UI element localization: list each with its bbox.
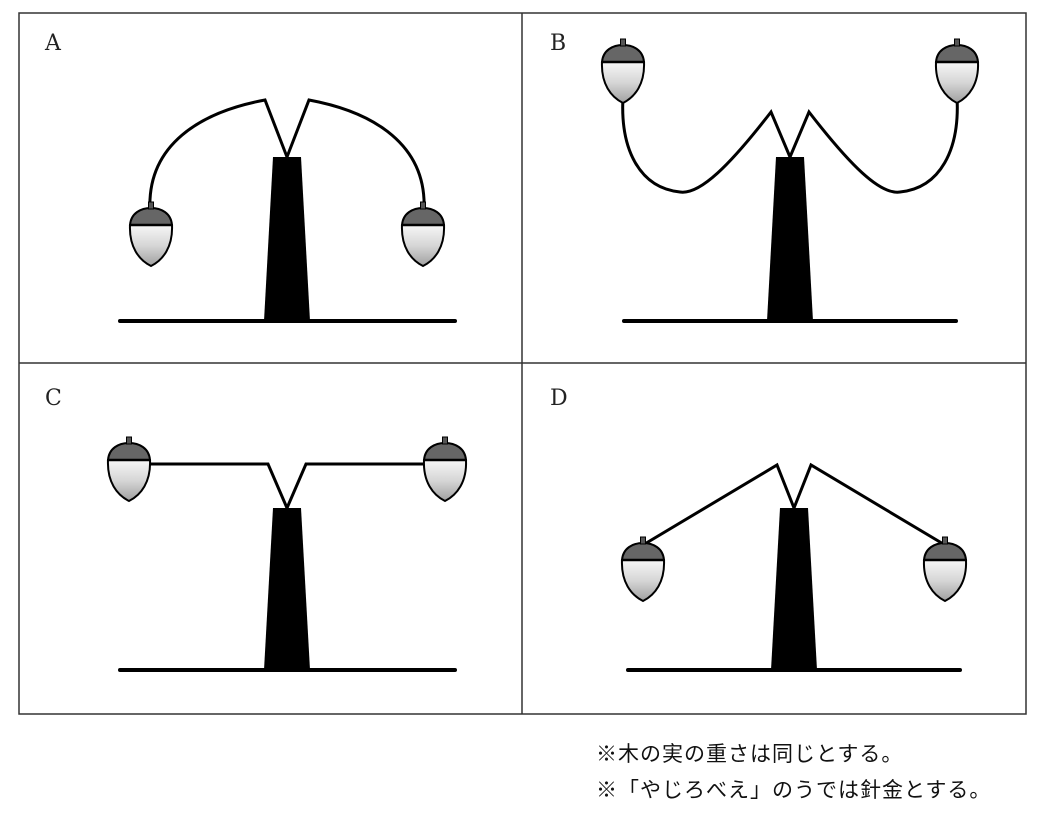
stand xyxy=(767,157,813,321)
wire-arm xyxy=(148,98,289,211)
acorn-weight xyxy=(106,435,152,503)
stand xyxy=(264,157,310,321)
panel-label-d: D xyxy=(550,386,568,411)
acorn-weight xyxy=(128,200,174,268)
acorn-weight xyxy=(922,535,968,603)
wire-arm xyxy=(792,462,946,547)
note-equal-weight: ※木の実の重さは同じとする。 xyxy=(596,742,904,766)
wire-arm xyxy=(642,462,796,547)
wire-arm xyxy=(285,98,426,211)
stand xyxy=(771,508,817,670)
panel-c: C xyxy=(45,386,468,672)
acorn-weight xyxy=(620,535,666,603)
panel-label-a: A xyxy=(44,31,62,56)
wire-arm xyxy=(788,96,959,194)
acorn-weight xyxy=(400,200,446,268)
panel-a: A xyxy=(44,31,457,323)
wire-arm xyxy=(148,462,289,509)
panel-label-b: B xyxy=(550,31,566,56)
acorn-weight xyxy=(934,37,980,105)
acorn-weight xyxy=(600,37,646,105)
panel-d: D xyxy=(550,386,968,672)
panel-label-c: C xyxy=(45,386,62,411)
panel-b: B xyxy=(550,31,980,323)
note-wire-arms: ※「やじろべえ」のうでは針金とする。 xyxy=(596,778,992,802)
wire-arm xyxy=(285,462,426,509)
acorn-weight xyxy=(422,435,468,503)
stand xyxy=(264,508,310,670)
wire-arm xyxy=(621,96,792,194)
